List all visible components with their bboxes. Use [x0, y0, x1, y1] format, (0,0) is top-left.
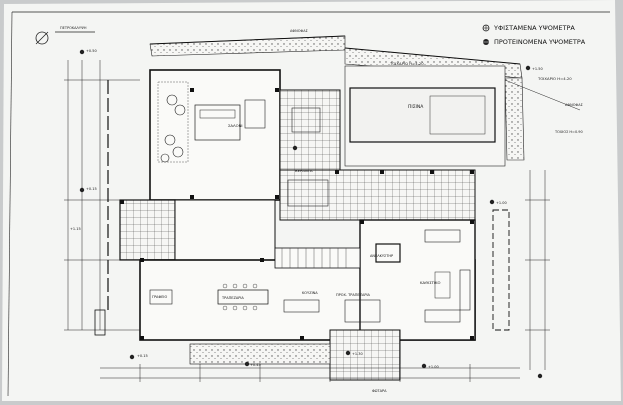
kitchen-counter [283, 299, 320, 313]
level-mid-left: +0.15 [86, 187, 97, 191]
level-right-top: +1.00 [496, 201, 507, 205]
dimension-lines-bottom [100, 343, 520, 382]
sitting-room-furniture [424, 229, 471, 323]
lift-shaft [375, 243, 401, 263]
level-bottom-left: +0.15 [137, 354, 148, 358]
level-bottom-mid: +0.45 [250, 363, 261, 367]
kitchen-label: ΚΟΥΖΙΝΑ [302, 291, 318, 295]
dining-table [217, 283, 269, 311]
legend-proposed-label: ΠΡΟΤΕΙΝΟΜΕΝΑ ΥΨΟΜΕΤΡΑ [494, 38, 586, 46]
office-desk [149, 289, 173, 305]
existing-level-icon [482, 24, 490, 32]
breakfast-label: ΠΡΟΧ. ΤΡΑΠΕΖΑΡΙΑ [336, 293, 371, 297]
breakfast-table [344, 299, 381, 323]
sitting-room-label: ΚΑΘΙΣΤΙΚΟ [420, 280, 441, 285]
veranda-table [287, 179, 329, 207]
walls-top-label: ΤΟΙΧΑΡΙΟ Η=4.20 [389, 61, 424, 66]
level-top-left: +0.50 [86, 49, 97, 53]
pool-label: ΠΙΣΙΝΑ [408, 104, 424, 110]
note-top: ΑΦΝΟΦΑΣ [290, 29, 308, 33]
level-bottom-right: +1.00 [428, 365, 439, 369]
pool [349, 87, 496, 143]
level-marker-icons [79, 49, 543, 379]
columns [120, 88, 474, 340]
level-right-edge: +1.50 [532, 67, 543, 71]
level-terrace: +1.30 [352, 352, 363, 356]
building-walls [119, 69, 476, 381]
ref-label: ΠΕΤΡΟΚΑΛΥΨΗ [60, 26, 87, 30]
office-label: ΓΡΑΦΕΙΟ [152, 295, 167, 299]
wall-right-label: ΤΟΙΧΟΣ Η=0.90 [554, 130, 583, 134]
living-room-furniture [157, 81, 266, 163]
living-room-label: ΣΑΛΟΝΙ [228, 123, 243, 128]
proposed-level-icon [483, 39, 489, 45]
legend: ΥΦΙΣΤΑΜΕΝΑ ΥΨΟΜΕΤΡΑ ΠΡΟΤΕΙΝΟΜΕΝΑ ΥΨΟΜΕΤΡ… [482, 24, 586, 46]
note-right: ΑΦΝΟΦΑΣ [565, 103, 583, 107]
dimension-lines-right [492, 170, 550, 370]
north-arrow-icon [35, 31, 49, 45]
staircase [274, 247, 361, 269]
lift-label: ΑΝΕΛΚΥΣΤΗΡ [370, 254, 393, 258]
bottom-note: ΦΩΤΑΡΑ [372, 389, 387, 393]
dining-room-label: ΤΡΑΠΕΖΑΡΙΑ [221, 296, 244, 300]
walls-right-label: ΤΟΙΧΑΡΙΟ Η=4.20 [537, 76, 572, 81]
legend-existing-label: ΥΦΙΣΤΑΜΕΝΑ ΥΨΟΜΕΤΡΑ [493, 24, 575, 32]
level-left-2: +1.15 [70, 227, 81, 231]
veranda-label: ΒΕΡΑΝΤΑ [295, 168, 313, 173]
dimension-lines-left [64, 60, 140, 336]
